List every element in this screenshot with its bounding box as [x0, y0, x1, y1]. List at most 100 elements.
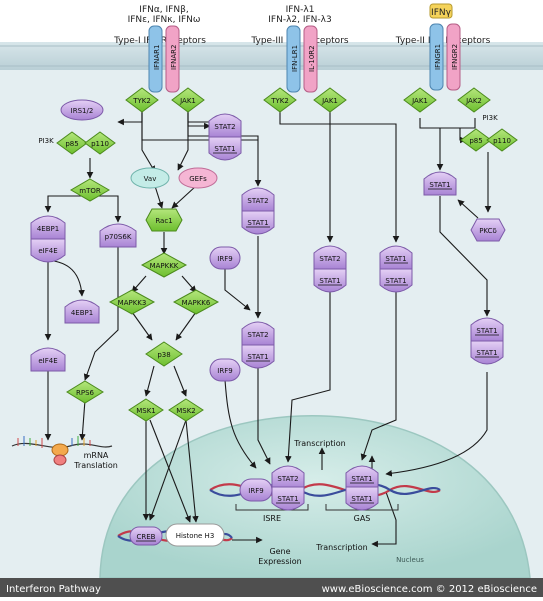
node-histone-h3: Histone H3: [165, 523, 225, 547]
node-tyk2-type1-label: TYK2: [132, 97, 151, 105]
node-4ebp1-complex-label: 4EBP1: [37, 225, 59, 233]
connectors: [44, 108, 492, 548]
node-jak1-type3-label: JAK1: [321, 97, 338, 105]
node-p85-type2: p85: [460, 128, 492, 152]
label-transcription-top: Transcription: [293, 439, 345, 448]
node-stat1-type3-homo-b-label: STAT1: [385, 277, 406, 285]
node-eif4e-complex: eIF4E: [30, 238, 66, 263]
node-jak1-type2: JAK1: [403, 87, 437, 113]
node-jak1-type3: JAK1: [313, 87, 347, 113]
svg-text:IFNAR2: IFNAR2: [170, 45, 178, 70]
node-mapkk3-label: MAPKK3: [118, 299, 147, 307]
node-p70s6k: p70S6K: [99, 223, 137, 248]
node-irf9-a-label: IRF9: [217, 255, 232, 263]
node-tyk2-type3: TYK2: [263, 87, 297, 113]
node-vav: Vav: [130, 167, 170, 189]
node-irf9-b: IRF9: [209, 358, 241, 382]
svg-text:IFN-LR1: IFN-LR1: [291, 45, 299, 72]
node-jak2: JAK2: [457, 87, 491, 113]
node-stat1-type2-label: STAT1: [429, 181, 450, 189]
node-stat1-type2-homo-a-label: STAT1: [476, 327, 497, 335]
node-eif4e-complex-label: eIF4E: [38, 247, 57, 255]
node-msk2: MSK2: [168, 398, 204, 422]
node-stat1-type3-homo-a-label: STAT1: [385, 255, 406, 263]
receptor-ifnlr1: IFN-LR1: [286, 25, 301, 93]
node-mapkkk-label: MAPKKK: [150, 262, 179, 270]
node-mapkk6-label: MAPKK6: [182, 299, 211, 307]
node-mapkk6: MAPKK6: [172, 289, 220, 315]
node-p110-type1: p110: [84, 131, 116, 155]
ligand-type2: IFNγ: [431, 8, 452, 18]
node-mtor: mTOR: [70, 178, 110, 202]
node-stat1-nucleus-isre-label: STAT1: [277, 495, 298, 503]
node-stat1-type1-a-label: STAT1: [214, 145, 235, 153]
node-tyk2-type3-label: TYK2: [270, 97, 289, 105]
node-p110-type2-label: p110: [493, 137, 511, 145]
receptor-ifnar2: IFNAR2: [165, 25, 180, 93]
node-jak1-type1-label: JAK1: [179, 97, 196, 105]
node-4ebp1-complex: 4EBP1: [30, 215, 66, 240]
node-p110-type1-label: p110: [91, 140, 109, 148]
svg-text:IFNGR1: IFNGR1: [434, 44, 442, 70]
node-p70s6k-label: p70S6K: [105, 233, 132, 241]
node-jak1-type1: JAK1: [171, 87, 205, 113]
node-tyk2-type1: TYK2: [125, 87, 159, 113]
footer-title: Interferon Pathway: [6, 584, 101, 595]
node-stat1-type3-label: STAT1: [319, 277, 340, 285]
node-msk2-label: MSK2: [176, 407, 196, 415]
node-stat2-nucleus: STAT2: [271, 465, 305, 490]
node-eif4e-free: eIF4E: [30, 347, 66, 372]
node-stat1-type2-homo-b: STAT1: [470, 340, 504, 365]
node-p110-type2: p110: [486, 128, 518, 152]
node-mapkkk: MAPKKK: [140, 252, 188, 278]
node-stat2-type3: STAT2: [313, 245, 347, 270]
node-vav-label: Vav: [144, 175, 157, 183]
node-rps6: RPS6: [66, 380, 104, 404]
label-expression: Expression: [258, 557, 301, 566]
svg-text:IFNAR1: IFNAR1: [153, 45, 161, 70]
node-msk1-label: MSK1: [136, 407, 156, 415]
node-irf9-nucleus: IRF9: [239, 478, 273, 502]
label-gene: Gene: [269, 547, 290, 556]
node-jak1-type2-label: JAK1: [411, 97, 428, 105]
node-stat2-type1-a-label: STAT2: [214, 123, 235, 131]
node-creb: CREB: [129, 526, 163, 546]
node-p85-type1: p85: [56, 131, 88, 155]
node-stat2-nucleus-label: STAT2: [277, 475, 298, 483]
node-stat1-type1-c: STAT1: [241, 344, 275, 369]
node-histone-h3-label: Histone H3: [176, 532, 215, 540]
receptor-ifngr1: IFNGR1: [429, 23, 444, 91]
node-stat1-nucleus-isre: STAT1: [271, 486, 305, 511]
node-gefs-label: GEFs: [189, 175, 207, 183]
node-stat2-type1-c-label: STAT2: [247, 331, 268, 339]
node-stat1-type2-homo-b-label: STAT1: [476, 349, 497, 357]
svg-text:IFNGR2: IFNGR2: [451, 44, 459, 70]
node-4ebp1-free-label: 4EBP1: [71, 309, 93, 317]
node-stat2-type1-a: STAT2: [208, 113, 242, 138]
ligand-type3-line2: IFN-λ2, IFN-λ3: [268, 15, 331, 25]
label-translation: Translation: [73, 461, 118, 470]
label-pi3k-type1: PI3K: [38, 137, 54, 145]
node-stat1-type3: STAT1: [313, 268, 347, 293]
node-stat1-nucleus-gas-a-label: STAT1: [351, 475, 372, 483]
node-stat1-type1-a: STAT1: [208, 136, 242, 161]
node-p38: p38: [145, 341, 183, 367]
ligand-type1-line2: IFNε, IFNκ, IFNω: [128, 15, 201, 25]
label-mrna: mRNA: [84, 451, 109, 460]
node-stat2-type1-c: STAT2: [241, 321, 275, 346]
footer-bar: [0, 578, 543, 597]
node-p85-type1-label: p85: [65, 140, 78, 148]
node-irs12: IRS1/2: [60, 99, 104, 121]
node-stat2-type3-label: STAT2: [319, 255, 340, 263]
node-rac1-label: Rac1: [155, 217, 172, 225]
svg-text:IL-10R2: IL-10R2: [308, 45, 316, 72]
node-stat1-type1-c-label: STAT1: [247, 353, 268, 361]
node-eif4e-free-label: eIF4E: [38, 357, 57, 365]
node-p85-type2-label: p85: [469, 137, 482, 145]
node-stat1-nucleus-gas-b-label: STAT1: [351, 495, 372, 503]
label-transcription-bottom: Transcription: [315, 543, 367, 552]
node-stat2-type1-b-label: STAT2: [247, 197, 268, 205]
node-rac1: Rac1: [145, 208, 183, 232]
